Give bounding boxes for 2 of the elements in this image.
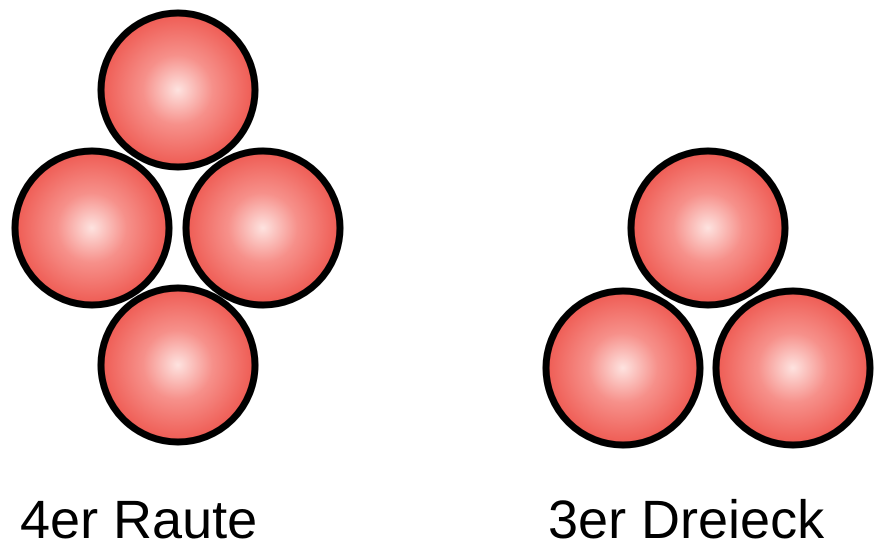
arrangement-caption: 4er Raute [20, 490, 258, 550]
arrangement-caption: 3er Dreieck [548, 490, 824, 550]
